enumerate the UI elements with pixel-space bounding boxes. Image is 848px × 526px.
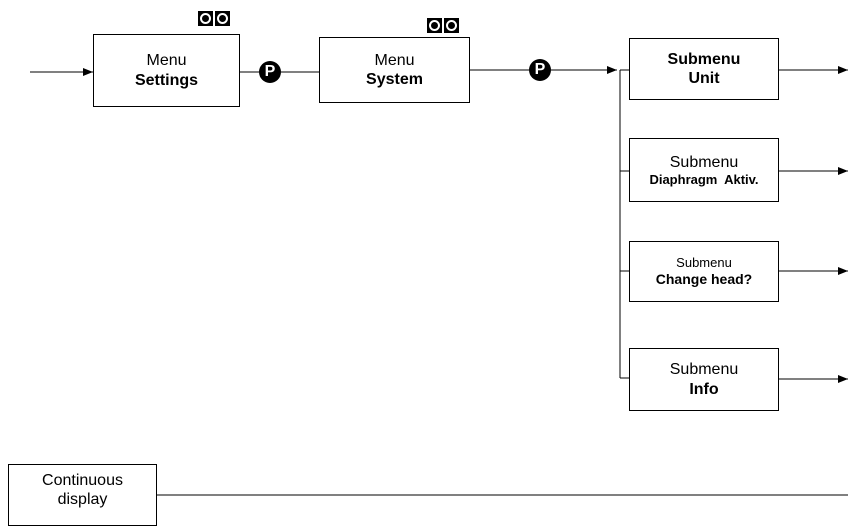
submenu-unit-line2: Unit [688, 70, 720, 87]
up-down-keys-icon [427, 18, 459, 33]
menu-settings-line1: Menu [146, 52, 187, 70]
continuous-display-line1: Continuous [42, 472, 123, 489]
menu-system-line2: System [366, 71, 423, 88]
submenu-diaphragm-line1: Submenu [669, 153, 739, 171]
menu-system-line1: Menu [374, 51, 415, 69]
submenu-info-line1: Submenu [669, 361, 739, 379]
continuous-display-line2: display [57, 491, 108, 509]
submenu-change-head-line2: Change head? [655, 270, 753, 287]
up-down-keys-icon [198, 11, 230, 26]
menu-settings-box: Menu Settings [93, 34, 240, 107]
submenu-diaphragm-box: Submenu Diaphragm Aktiv. [629, 138, 779, 202]
submenu-change-head-line1: Submenu [676, 255, 732, 271]
submenu-unit-box: Submenu Unit [629, 38, 779, 100]
menu-system-box: Menu System [319, 37, 470, 103]
submenu-change-head-box: Submenu Change head? [629, 241, 779, 302]
p-key-icon: P [529, 59, 551, 81]
submenu-info-line2: Info [689, 380, 719, 398]
submenu-diaphragm-line2: Diaphragm Aktiv. [649, 171, 759, 187]
menu-settings-line2: Settings [134, 71, 199, 89]
submenu-unit-line1: Submenu [667, 50, 741, 68]
continuous-display-box: Continuous display [8, 464, 157, 526]
submenu-info-box: Submenu Info [629, 348, 779, 411]
p-key-icon: P [259, 61, 281, 83]
